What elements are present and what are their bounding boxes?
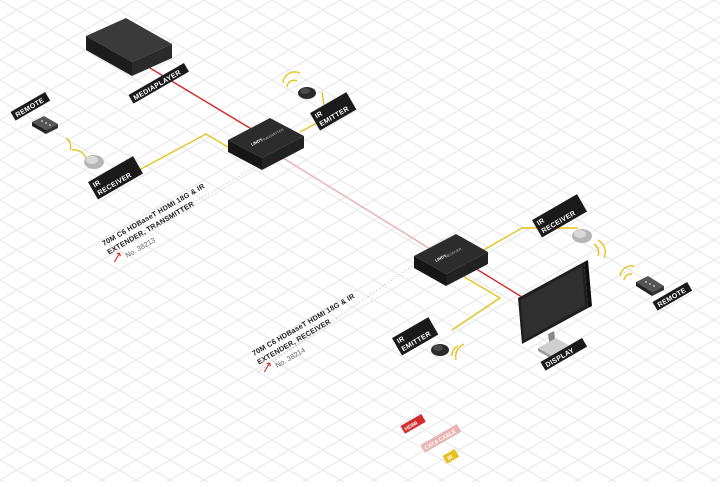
ir-receiver-left-icon [84, 155, 104, 169]
ir-emitter-top-icon [298, 87, 316, 99]
ir-cable-receiver-left [127, 133, 234, 177]
ir-signal-icon [282, 71, 301, 88]
svg-text:LINDY: LINDY [250, 137, 263, 147]
ir-cable-receiver-right [479, 227, 578, 253]
receiver-device: LINDY RECEIVER [414, 234, 488, 286]
cat6-cable [269, 149, 441, 256]
leader-line-receiver [257, 261, 419, 373]
remote-left-icon [32, 116, 58, 134]
legend-item-ir: IR [442, 448, 460, 464]
svg-text:IR: IR [447, 454, 455, 462]
display-device [518, 260, 592, 359]
leader-line-transmitter [107, 162, 263, 253]
hdmi-cable-mediaplayer [139, 61, 259, 134]
mediaplayer-device [86, 18, 172, 76]
ir-receiver-right-icon [572, 229, 592, 243]
svg-text:LINDY: LINDY [434, 253, 447, 263]
transmitter-device: LINDY TRANSMITTER [228, 118, 304, 170]
remote-right-icon [636, 276, 664, 296]
ir-signal-icon [451, 343, 465, 361]
ir-emitter-bottom-icon [431, 344, 449, 356]
ir-signal-icon [65, 137, 87, 159]
ir-signal-icon [619, 265, 635, 281]
ir-signal-icon [593, 239, 606, 259]
arrow-icon [263, 362, 271, 373]
ir-cable-emitter-bottom [451, 271, 502, 331]
arrow-icon [113, 252, 121, 263]
